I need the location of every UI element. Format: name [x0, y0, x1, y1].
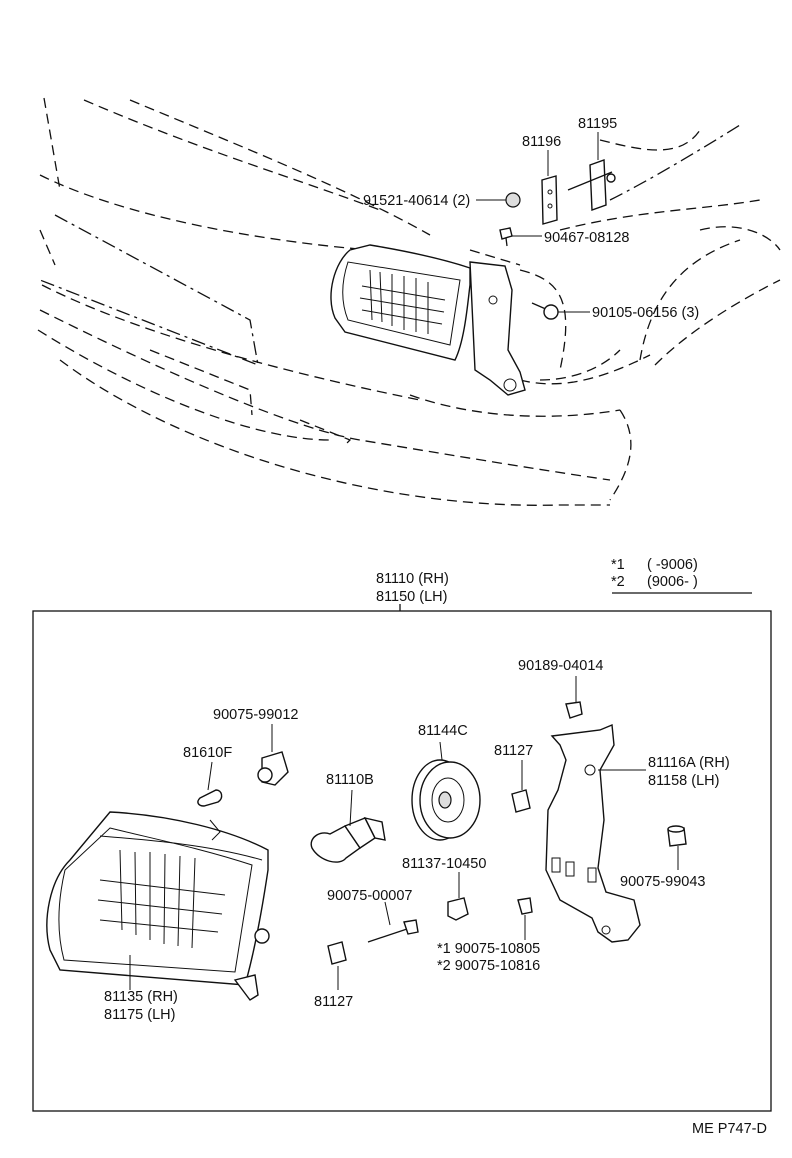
- note-legend: *1 ( -9006) *2 (9006- ): [611, 557, 752, 594]
- socket-90075-99012: [257, 751, 289, 786]
- legend-note2-range: (9006- ): [647, 574, 698, 590]
- clip-81127-top: [511, 789, 531, 813]
- label-81175-lh: 81175 (LH): [104, 1007, 175, 1023]
- label-81137-10450: 81137-10450: [402, 856, 486, 872]
- label-90075-99012: 90075-99012: [213, 707, 298, 723]
- assembly-frame: [32, 610, 772, 1112]
- label-81195: 81195: [578, 116, 617, 132]
- label-81150-lh: 81150 (LH): [376, 589, 447, 605]
- label-81127-bottom: 81127: [314, 994, 353, 1010]
- label-90467-08128: 90467-08128: [544, 230, 629, 246]
- bulb-81610F: [197, 789, 223, 807]
- label-81135-rh: 81135 (RH): [104, 989, 178, 1005]
- screw-90467: [499, 227, 513, 247]
- cover-81144C: [411, 759, 481, 841]
- legend-note1-mark: *1: [611, 557, 625, 573]
- label-81110-rh: 81110 (RH): [376, 571, 449, 587]
- bolt-90105: [531, 302, 559, 320]
- bracket-81196: [541, 175, 558, 225]
- headlamp-mounted: [330, 244, 526, 396]
- plug-90075-99043: [667, 825, 687, 847]
- label-90075-10816: *2 90075-10816: [437, 958, 540, 974]
- legend-note1-range: ( -9006): [647, 557, 698, 573]
- diagram-code: ME P747-D: [692, 1121, 767, 1137]
- upper-leaders: [476, 132, 599, 313]
- headlamp-unit: [46, 811, 270, 1001]
- legend-note2-mark: *2: [611, 574, 625, 590]
- label-81196: 81196: [522, 134, 561, 150]
- clip-81137-10450: [447, 897, 469, 921]
- label-90189-04014: 90189-04014: [518, 658, 603, 674]
- bracket-81116A: [545, 723, 641, 943]
- label-90075-10805: *1 90075-10805: [437, 941, 540, 957]
- label-81127-top: 81127: [494, 743, 533, 759]
- label-90075-00007: 90075-00007: [327, 888, 412, 904]
- vehicle-body-outline: [37, 97, 781, 506]
- clip-91521: [505, 192, 521, 208]
- screw-90075-00007: [367, 919, 419, 943]
- lower-leaders: [129, 676, 679, 990]
- label-91521-40614: 91521-40614 (2): [363, 193, 470, 209]
- label-81610F: 81610F: [183, 745, 232, 761]
- label-81110B: 81110B: [326, 772, 374, 788]
- label-81158-lh: 81158 (LH): [648, 773, 719, 789]
- label-90075-99043: 90075-99043: [620, 874, 705, 890]
- clip-90075-10805: [517, 897, 533, 915]
- bulb-81110B: [310, 816, 386, 863]
- label-81116A-rh: 81116A (RH): [648, 755, 730, 771]
- screw-90189: [565, 701, 583, 719]
- clip-81127-bottom: [327, 941, 347, 965]
- label-90105-06156: 90105-06156 (3): [592, 305, 699, 321]
- bracket-81195: [567, 159, 616, 211]
- label-81144C: 81144C: [418, 723, 468, 739]
